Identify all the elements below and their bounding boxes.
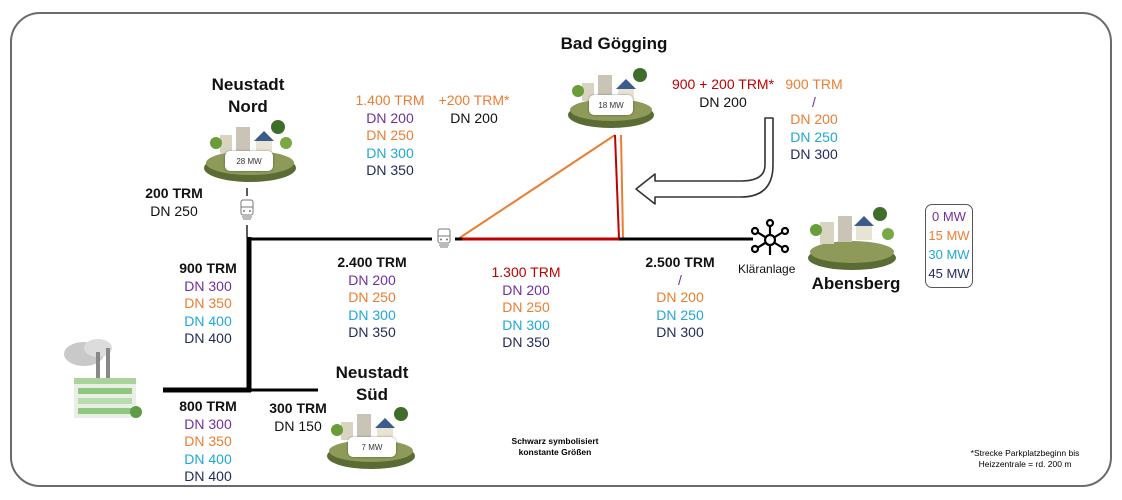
segment-dn: DN 350 [366, 162, 414, 178]
segment-length: 900 TRM [179, 260, 237, 276]
segment-dn: DN 350 [502, 334, 550, 350]
power-badge-bad-goegging: 18 MW [589, 95, 633, 115]
legend-item: 45 MW [928, 266, 970, 281]
village-image-abensberg [808, 207, 896, 270]
segment-dn: DN 200 [790, 111, 838, 127]
segment-dn: DN 250 [150, 202, 198, 219]
segment-dn: DN 400 [184, 312, 232, 329]
segment-dn: DN 200 [366, 109, 414, 126]
village-image-neustadt-nord [204, 120, 296, 182]
note-line: Schwarz symbolisiert [511, 436, 599, 446]
segment-dn: DN 250 [348, 289, 396, 305]
diagram-frame [10, 12, 1112, 487]
legend-item: 30 MW [928, 247, 970, 262]
note-line: Heizzentrale = rd. 200 m [978, 459, 1072, 469]
place-name-abensberg: Abensberg [811, 274, 901, 293]
segment-label-bad-orange: 900 TRM / DN 200 DN 250 DN 300 [784, 76, 844, 164]
segment-length: 800 TRM [179, 398, 237, 414]
klaeranlage-label: Kläranlage [738, 262, 796, 276]
segment-length: 1.400 TRM [355, 92, 425, 108]
segment-label-red-1300: 1.300 TRM DN 200 DN 250 DN 300 DN 350 [485, 264, 567, 352]
segment-dn: DN 350 [184, 295, 232, 311]
segment-dn: DN 200 [699, 93, 747, 110]
place-name-bad-goegging: Bad Gögging [560, 34, 668, 53]
segment-dn: DN 300 [790, 146, 838, 162]
segment-length: 1.300 TRM [491, 264, 561, 280]
segment-dn: DN 250 [366, 127, 414, 143]
segment-dn: DN 300 [502, 316, 550, 333]
legend-item: 0 MW [932, 209, 966, 224]
note-line: konstante Größen [518, 447, 592, 457]
segment-dn: DN 300 [348, 306, 396, 323]
segment-dn: DN 350 [184, 433, 232, 449]
legend-box: 0 MW 15 MW 30 MW 45 MW [925, 204, 973, 288]
place-name-line2: Süd [355, 385, 389, 404]
place-name-line1: Neustadt [335, 363, 409, 382]
place-name-neustadt-sued: Neustadt Süd [322, 362, 422, 406]
segment-dn: DN 300 [184, 277, 232, 294]
segment-label-bad-diagonal-extra: +200 TRM* DN 200 [434, 92, 514, 127]
segment-length: 2.400 TRM [337, 254, 407, 270]
pipe-bad-red [614, 134, 620, 240]
segment-dn: DN 200 [450, 109, 498, 126]
segment-slash: / [812, 93, 816, 110]
note-line: *Strecke Parkplatzbeginn bis [970, 448, 1080, 458]
segment-length: 2.500 TRM [645, 254, 715, 270]
legend-item: 15 MW [928, 228, 970, 243]
place-name-neustadt-nord: Neustadt Nord [198, 74, 298, 118]
segment-slash: / [678, 271, 682, 288]
segment-dn: DN 400 [184, 330, 232, 346]
segment-length: 900 + 200 TRM* [671, 76, 775, 92]
power-badge-neustadt-nord: 28 MW [225, 151, 273, 171]
segment-label-east-2500: 2.500 TRM / DN 200 DN 250 DN 300 [638, 254, 722, 342]
klaeranlage-icon [750, 218, 790, 255]
segment-dn: DN 300 [656, 324, 704, 340]
segment-dn: DN 400 [184, 468, 232, 484]
segment-label-main-2400: 2.400 TRM DN 200 DN 250 DN 300 DN 350 [330, 254, 414, 342]
segment-extra-length: +200 TRM* [438, 92, 510, 108]
segment-dn: DN 250 [656, 306, 704, 323]
segment-length: 200 TRM [145, 185, 203, 201]
train-icon-center [437, 228, 451, 248]
segment-length: 900 TRM [785, 76, 843, 92]
segment-label-sued-300: 300 TRM DN 150 [260, 400, 336, 435]
factory-icon [64, 339, 142, 418]
place-name-line1: Neustadt [211, 75, 285, 94]
pipe-bad-orange [620, 134, 624, 240]
segment-label-bad-red: 900 + 200 TRM* DN 200 [664, 76, 782, 111]
segment-dn: DN 250 [502, 299, 550, 315]
segment-dn: DN 300 [366, 144, 414, 161]
segment-dn: DN 400 [184, 450, 232, 467]
segment-label-plant-800: 800 TRM DN 300 DN 350 DN 400 DN 400 [170, 398, 246, 486]
pipe-bad-diagonal [457, 134, 616, 240]
direction-arrow [635, 117, 774, 205]
power-badge-neustadt-sued: 7 MW [348, 437, 396, 457]
segment-label-vertical-900: 900 TRM DN 300 DN 350 DN 400 DN 400 [170, 260, 246, 348]
segment-dn: DN 250 [790, 128, 838, 145]
segment-dn: DN 300 [184, 415, 232, 432]
segment-length: 300 TRM [269, 400, 327, 416]
segment-dn: DN 200 [502, 281, 550, 298]
segment-dn: DN 350 [348, 324, 396, 340]
segment-label-bad-diagonal: 1.400 TRM DN 200 DN 250 DN 300 DN 350 [352, 92, 428, 180]
train-icon-nord [240, 199, 254, 220]
segment-label-nord: 200 TRM DN 250 [136, 185, 212, 220]
place-name-line2: Nord [228, 97, 268, 116]
segment-dn: DN 150 [274, 417, 322, 434]
segment-dn: DN 200 [656, 289, 704, 305]
black-lines-note: Schwarz symbolisiert konstante Größen [500, 436, 610, 458]
segment-dn: DN 200 [348, 271, 396, 288]
footnote: *Strecke Parkplatzbeginn bis Heizzentral… [950, 448, 1100, 470]
